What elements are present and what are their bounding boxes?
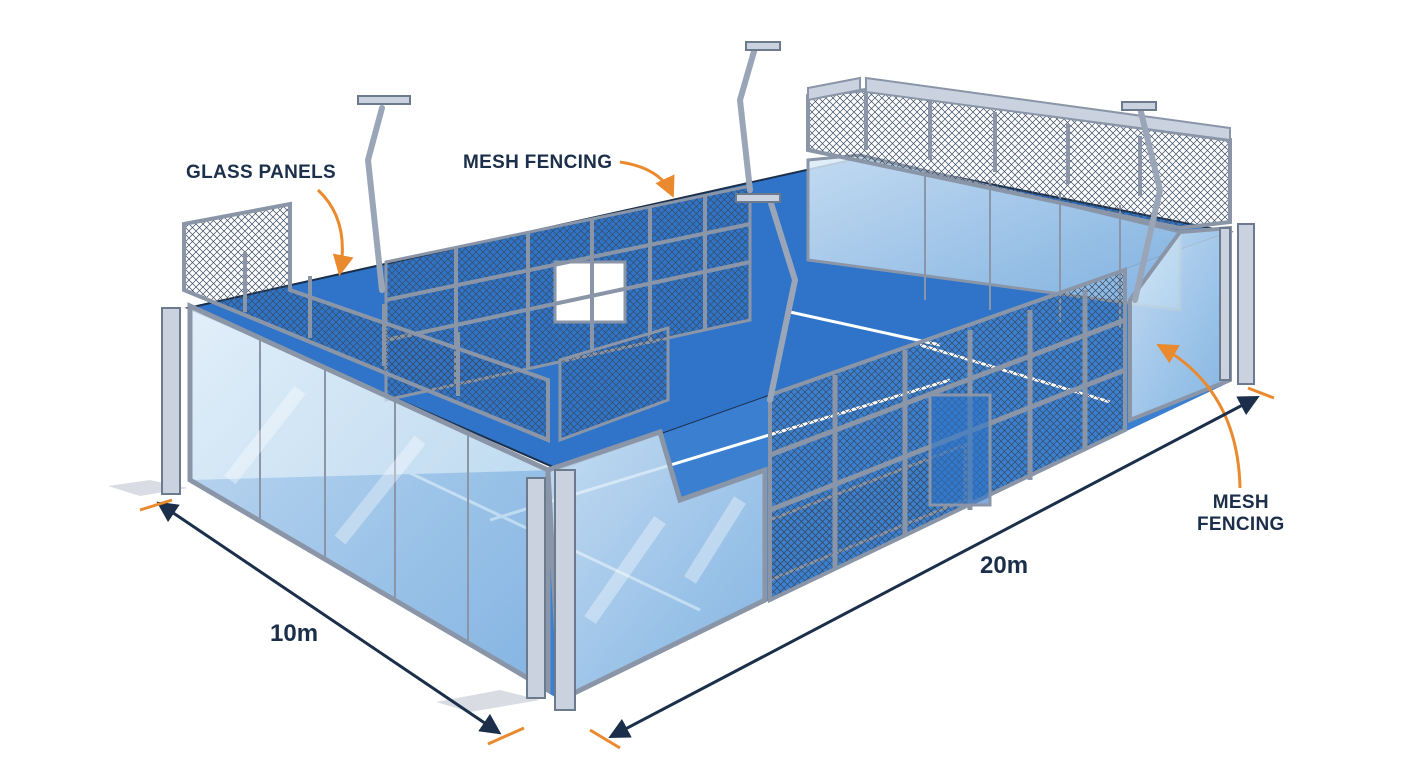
dimension-length-label: 20m xyxy=(980,552,1029,579)
dimension-width-label: 10m xyxy=(270,620,319,647)
mesh-fencing-right-line1: MESH xyxy=(1212,492,1269,513)
dimension-arrows xyxy=(156,396,1260,738)
dimension-ticks xyxy=(139,386,1275,750)
dimension-arrow-20m xyxy=(608,396,1260,738)
arrow-glass-panels xyxy=(316,188,354,277)
mesh-fencing-right-label: MESH FENCING xyxy=(1197,492,1285,536)
mesh-fencing-right-line2: FENCING xyxy=(1197,513,1285,535)
light-heads xyxy=(357,41,1157,203)
glass-panels-label: GLASS PANELS xyxy=(186,162,336,183)
posts xyxy=(161,223,1255,711)
light-poles xyxy=(364,45,1164,403)
dimension-arrow-10m xyxy=(156,501,502,735)
mesh-fencing-top-label: MESH FENCING xyxy=(463,152,613,173)
arrow-mesh-top xyxy=(619,160,675,198)
top-mesh-band xyxy=(806,76,1232,231)
left-mesh-band xyxy=(182,201,550,443)
